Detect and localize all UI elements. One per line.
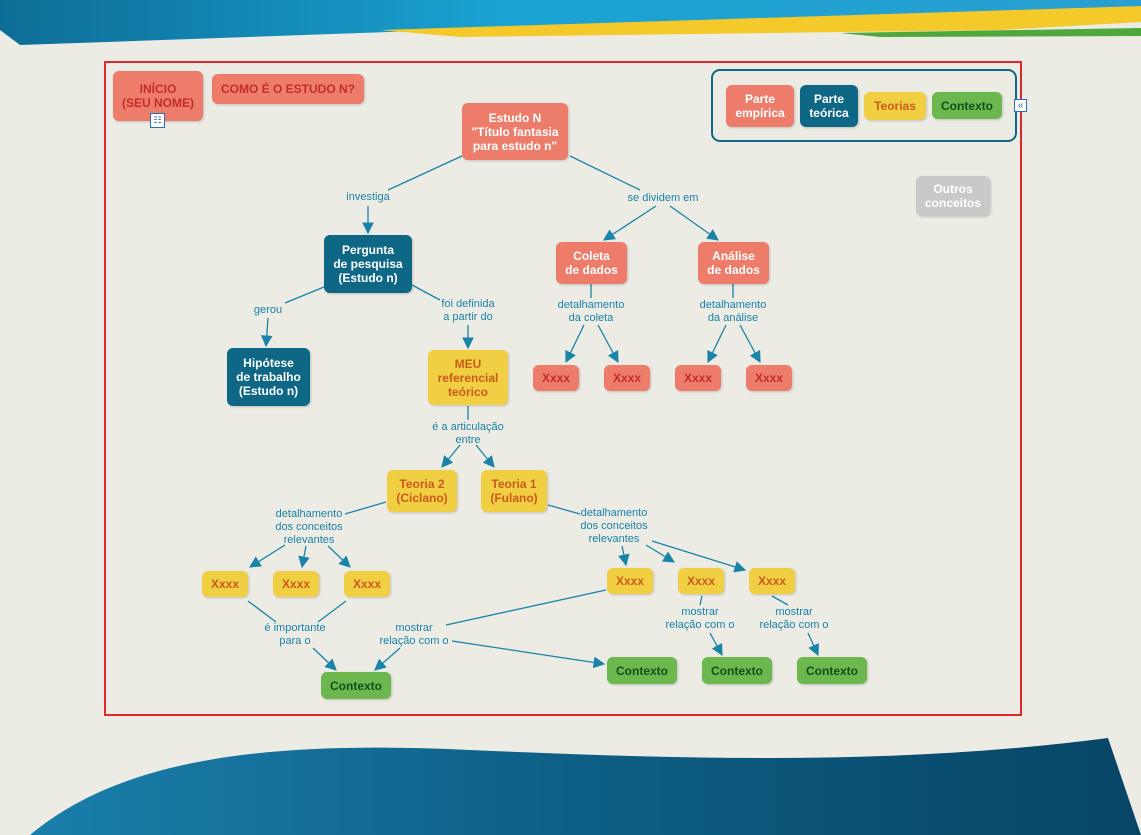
link-arrow [807,632,819,657]
link-label: é importante para o [264,622,326,647]
link-arrow [603,205,657,241]
link-label: mostrar relação com o [379,622,449,647]
link-label: foi definida a partir do [441,298,495,323]
theory-1-concept-node[interactable]: Xxxx [749,568,795,594]
study-node[interactable]: Estudo N "Título fantasia para estudo n" [462,103,568,160]
link-label: detalhamento da análise [699,299,767,324]
hypothesis-node[interactable]: Hipótese de trabalho (Estudo n) [227,348,310,406]
link-line [317,600,347,623]
link-label: detalhamento dos conceitos relevantes [580,507,648,545]
link-arrow [645,544,676,563]
context-node[interactable]: Contexto [321,672,391,699]
theory-2-concept-node[interactable]: Xxxx [344,571,390,597]
submap-icon[interactable]: ☷ [150,113,165,128]
link-arrow [597,324,619,364]
header-wave-blue [0,0,1141,45]
legend-theories[interactable]: Teorias [864,92,926,120]
start-node[interactable]: INÍCIO (SEU NOME) [113,71,203,121]
research-question-node[interactable]: Pergunta de pesquisa (Estudo n) [324,235,412,293]
header-stripe-green [840,28,1141,37]
theory-2-node[interactable]: Teoria 2 (Ciclano) [387,470,457,512]
link-label: é a articulação entre [432,421,504,446]
framework-node[interactable]: MEU referencial teórico [428,350,508,405]
link-label: se dividem em [627,192,699,204]
collection-item-node[interactable]: Xxxx [604,365,650,391]
theory-2-concept-node[interactable]: Xxxx [273,571,319,597]
link-arrow [707,324,727,364]
link-label: mostrar relação com o [759,606,829,631]
link-line [569,155,641,191]
link-arrow [298,545,310,569]
collection-item-node[interactable]: Xxxx [533,365,579,391]
header-stripe-yellow [380,6,1141,37]
legend-context[interactable]: Contexto [932,92,1002,119]
link-line [411,284,441,301]
link-line [547,504,581,515]
link-line [284,286,325,304]
link-arrow [260,317,273,348]
link-arrow [565,324,585,364]
question-node[interactable]: COMO É O ESTUDO N? [212,74,364,104]
link-line [771,595,789,606]
context-node[interactable]: Contexto [702,657,772,684]
link-line [247,600,277,623]
context-node[interactable]: Contexto [797,657,867,684]
link-label: detalhamento da coleta [557,299,625,324]
theory-2-concept-node[interactable]: Xxxx [202,571,248,597]
theory-1-concept-node[interactable]: Xxxx [678,568,724,594]
analysis-item-node[interactable]: Xxxx [746,365,792,391]
footer-wave [30,738,1141,835]
link-arrow [618,545,630,567]
link-arrow [327,545,351,568]
data-collection-node[interactable]: Coleta de dados [556,242,627,284]
link-label: gerou [253,304,283,316]
link-arrow [651,540,747,573]
link-label: detalhamento dos conceitos relevantes [275,508,343,546]
link-arrow [312,647,337,671]
link-line [445,589,607,626]
link-line [344,501,387,515]
analysis-item-node[interactable]: Xxxx [675,365,721,391]
link-arrow [374,647,401,671]
link-arrow [475,444,495,468]
link-arrow [669,205,719,241]
link-arrow [709,632,723,657]
link-line [387,155,463,191]
link-label: investiga [346,191,390,203]
other-concepts-node[interactable]: Outros conceitos [916,176,990,216]
link-line [699,595,703,606]
theory-1-node[interactable]: Teoria 1 (Fulano) [481,470,547,512]
legend-theoretical[interactable]: Parte teórica [800,85,858,127]
link-arrow [441,444,461,468]
link-label: mostrar relação com o [665,606,735,631]
collapse-icon[interactable]: « [1014,99,1027,112]
map-frame [104,61,1022,716]
data-analysis-node[interactable]: Análise de dados [698,242,769,284]
link-arrow [451,640,606,669]
theory-1-concept-node[interactable]: Xxxx [607,568,653,594]
link-arrow [249,544,286,568]
legend-empirical[interactable]: Parte empírica [726,85,794,127]
link-arrow [739,324,761,364]
context-node[interactable]: Contexto [607,657,677,684]
